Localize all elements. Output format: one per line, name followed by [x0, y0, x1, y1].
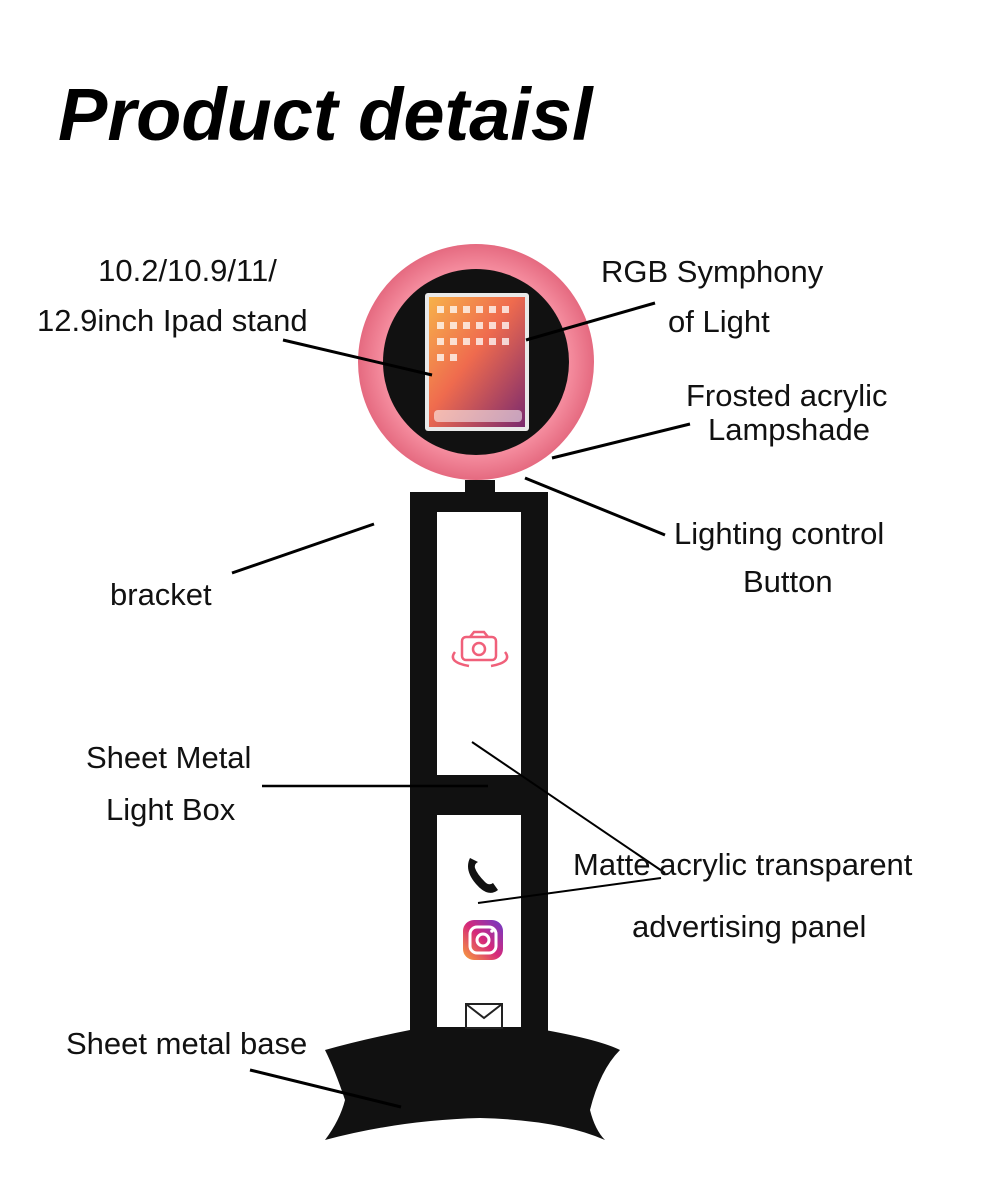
- frosted-leader: [551, 422, 691, 460]
- frosted-label-line1: Frosted acrylic: [686, 378, 888, 413]
- lighting-label-line2: Button: [743, 564, 833, 599]
- rgb-label-line1: RGB Symphony: [601, 254, 824, 289]
- ipad-screen: [429, 297, 525, 427]
- rgb-label-line2: of Light: [668, 304, 770, 339]
- bracket-label: bracket: [110, 577, 212, 612]
- lighting-label-line1: Lighting control: [674, 516, 885, 551]
- sheet-metal-base: [325, 1030, 620, 1140]
- matte-label-line1: Matte acrylic transparent: [573, 847, 913, 882]
- stand-neck: [465, 480, 495, 498]
- mail-icon: [465, 1003, 503, 1029]
- matte-leader-1: [471, 741, 666, 874]
- frosted-label-line2: Lampshade: [708, 412, 871, 447]
- ipad-label-line2: 12.9inch Ipad stand: [37, 303, 308, 338]
- camera-logo-icon: [451, 630, 509, 668]
- phone-icon: [468, 858, 498, 893]
- matte-label-line2: advertising panel: [632, 909, 867, 944]
- ipad-leader: [282, 338, 433, 377]
- ipad-label-line1: 10.2/10.9/11/: [98, 253, 277, 288]
- base-leader: [249, 1068, 402, 1109]
- instagram-icon: [463, 920, 503, 960]
- rgb-leader: [525, 301, 656, 342]
- lighting-leader: [524, 476, 666, 537]
- base-label: Sheet metal base: [66, 1026, 308, 1061]
- sheet-metal-label-line2: Light Box: [106, 792, 236, 827]
- matte-leader-2: [477, 877, 662, 904]
- sheet-metal-label-line1: Sheet Metal: [86, 740, 252, 775]
- bracket-leader: [231, 522, 375, 575]
- page-title: Product detaisl: [58, 73, 593, 156]
